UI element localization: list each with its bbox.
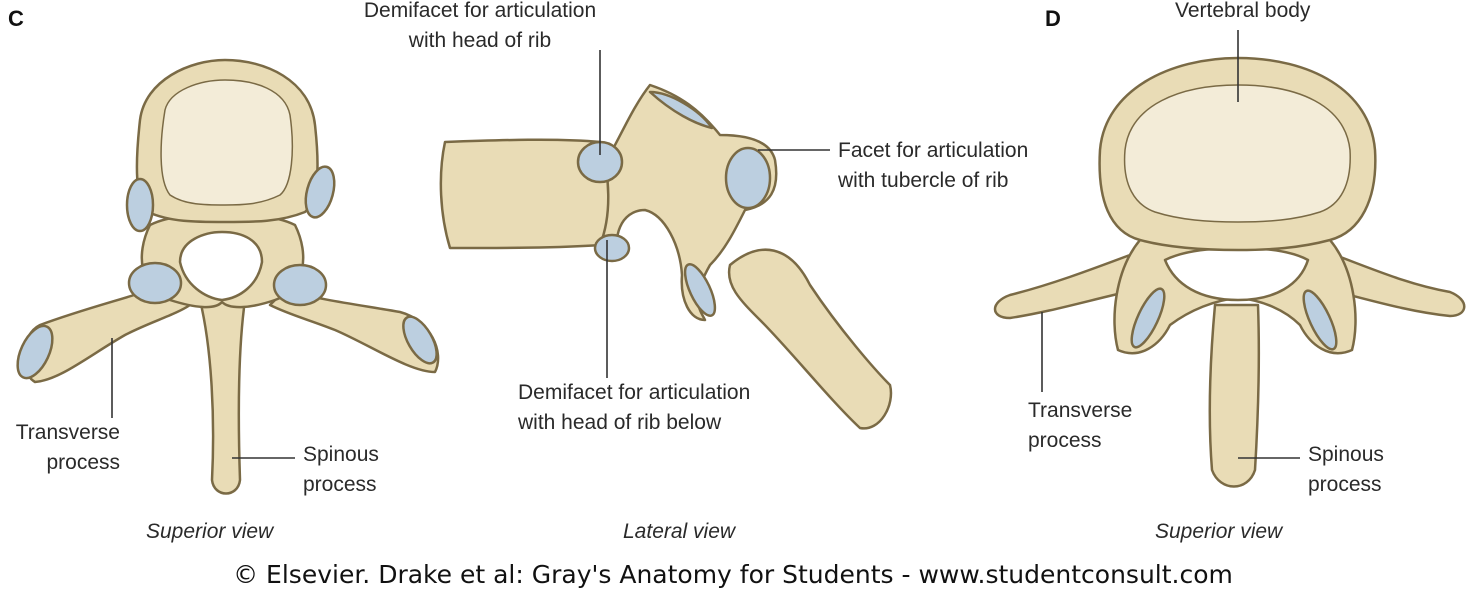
label-vertebral-body: Vertebral body bbox=[1175, 0, 1311, 22]
label-demifacet-head-line1: Demifacet for articulation bbox=[363, 0, 597, 22]
transverse-facet-right-c bbox=[402, 315, 438, 365]
leader-lines bbox=[111, 30, 1300, 459]
label-spinous-c: Spinous process bbox=[303, 440, 379, 500]
transverse-process-right-c bbox=[268, 288, 440, 374]
inferior-articular-facet-lateral bbox=[683, 263, 717, 317]
label-facet-tubercle-line2: with tubercle of rib bbox=[838, 169, 1009, 192]
arch-lateral bbox=[592, 83, 778, 322]
caption-superior-view-c: Superior view bbox=[146, 520, 274, 543]
label-demifacet-head-line2: with head of rib bbox=[408, 29, 552, 52]
spinous-process-c bbox=[198, 298, 247, 495]
label-spinous-c-line1: Spinous bbox=[303, 443, 379, 466]
label-spinous-d-line1: Spinous bbox=[1308, 443, 1384, 466]
panel-label-c: C bbox=[8, 6, 24, 31]
transverse-process-left-d bbox=[993, 253, 1137, 320]
label-transverse-d-line1: Transverse bbox=[1028, 399, 1133, 422]
costal-facet-left-c bbox=[125, 177, 155, 233]
lumbar-vertebra-superior bbox=[993, 56, 1466, 488]
articular-facet-right-c bbox=[272, 263, 328, 307]
transverse-process-left-c bbox=[22, 288, 192, 384]
superior-articular-facet-lateral bbox=[648, 90, 714, 130]
transverse-process-right-d bbox=[1328, 253, 1466, 318]
label-facet-tubercle: Facet for articulation with tubercle of … bbox=[838, 136, 1028, 196]
articular-facet-left-d bbox=[1130, 287, 1166, 349]
label-spinous-d-line2: process bbox=[1308, 473, 1382, 496]
label-demifacet-below-line2: with head of rib below bbox=[518, 411, 722, 434]
thoracic-vertebra-lateral bbox=[439, 83, 893, 430]
articular-facet-left-c bbox=[127, 261, 183, 305]
label-transverse-d-line2: process bbox=[1028, 429, 1102, 452]
spinous-process-d bbox=[1208, 303, 1261, 488]
body-surface-d bbox=[1123, 84, 1351, 223]
label-demifacet-below-line1: Demifacet for articulation bbox=[518, 381, 751, 404]
caption-lateral-view: Lateral view bbox=[623, 520, 736, 543]
label-demifacet-head: Demifacet for articulation with head of … bbox=[342, 0, 618, 56]
articular-facet-right-d bbox=[1302, 289, 1338, 351]
label-transverse-c-line1: Transverse bbox=[15, 421, 120, 444]
label-facet-tubercle-line1: Facet for articulation bbox=[838, 139, 1029, 162]
panel-label-d: D bbox=[1045, 6, 1061, 31]
label-transverse-c: Transverse process bbox=[0, 418, 120, 478]
caption-superior-view-d: Superior view bbox=[1155, 520, 1283, 543]
inferior-demifacet-lateral bbox=[593, 233, 631, 263]
vertebral-foramen-c bbox=[178, 230, 264, 302]
thoracic-vertebra-superior bbox=[16, 58, 440, 495]
transverse-facet-left-c bbox=[16, 324, 54, 380]
label-transverse-c-line2: process bbox=[46, 451, 120, 474]
label-demifacet-below: Demifacet for articulation with head of … bbox=[518, 378, 750, 438]
body-surface-c bbox=[160, 79, 294, 206]
spinous-process-lateral bbox=[727, 248, 893, 430]
label-transverse-d: Transverse process bbox=[1028, 396, 1132, 456]
label-spinous-c-line2: process bbox=[303, 473, 377, 496]
costal-facet-right-c bbox=[304, 165, 336, 219]
copyright-credit: © Elsevier. Drake et al: Gray's Anatomy … bbox=[233, 560, 1233, 589]
label-spinous-d: Spinous process bbox=[1308, 440, 1384, 500]
transverse-costal-facet-lateral bbox=[724, 146, 772, 210]
